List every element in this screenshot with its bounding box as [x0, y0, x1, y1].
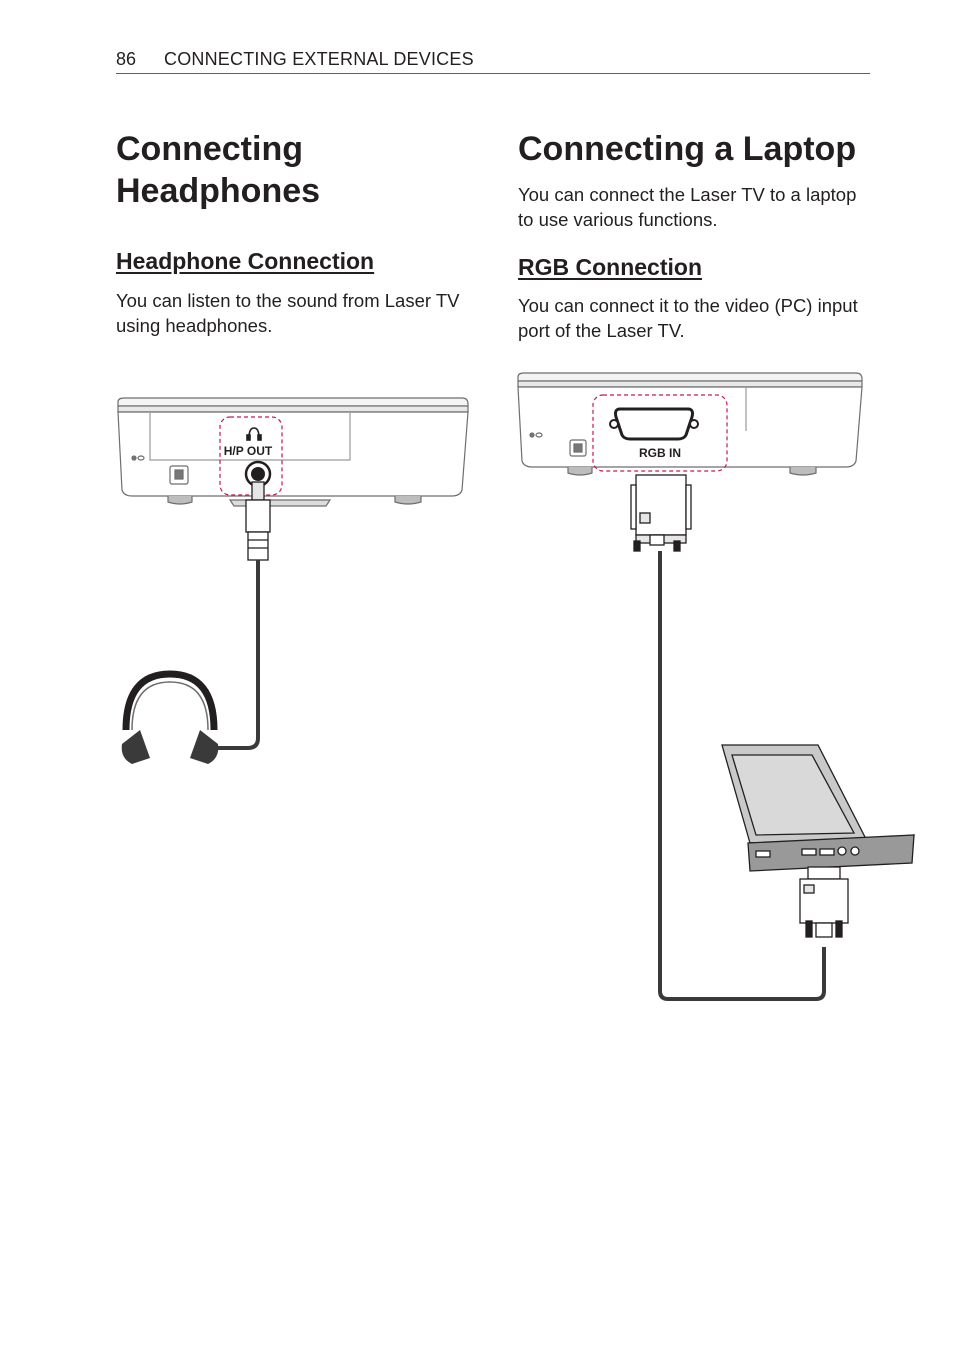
laptop-vga-connector-icon [799, 866, 849, 938]
rgb-connection-text: You can connect it to the video (PC) inp… [518, 295, 858, 341]
headphones-title: Connecting Headphones [116, 130, 321, 210]
hp-out-highlight [219, 416, 283, 496]
headphone-connection-diagram: H/P OUT [117, 397, 469, 764]
laptop-intro-text: You can connect the Laser TV to a laptop… [518, 184, 857, 230]
rgb-in-label: RGB IN [639, 446, 681, 460]
vga-connector-icon [630, 474, 692, 552]
rgb-in-highlight [592, 394, 728, 472]
projector-illustration [117, 397, 469, 507]
headphone-connection-heading: Headphone Connection [116, 248, 375, 274]
headphone-connection-text: You can listen to the sound from Laser T… [116, 290, 460, 336]
headphones-section: Connecting Headphones Headphone Connecti… [116, 128, 466, 338]
rgb-in-port [609, 407, 699, 441]
rgb-connection-heading: RGB Connection [518, 254, 702, 280]
laptop-section: Connecting a Laptop You can connect the … [518, 128, 868, 343]
headphone-icon [246, 427, 262, 441]
running-title: CONNECTING EXTERNAL DEVICES [164, 49, 474, 69]
vga-cable [658, 551, 826, 1001]
laptop-illustration [721, 744, 915, 872]
laptop-title: Connecting a Laptop [518, 130, 857, 168]
hp-out-label: H/P OUT [224, 444, 273, 458]
headphones-illustration [121, 670, 219, 764]
rgb-connection-diagram: RGB IN [517, 372, 915, 1001]
page-header: 86 CONNECTING EXTERNAL DEVICES [116, 47, 870, 74]
headphone-cable [216, 560, 260, 750]
page-number: 86 [116, 49, 137, 69]
